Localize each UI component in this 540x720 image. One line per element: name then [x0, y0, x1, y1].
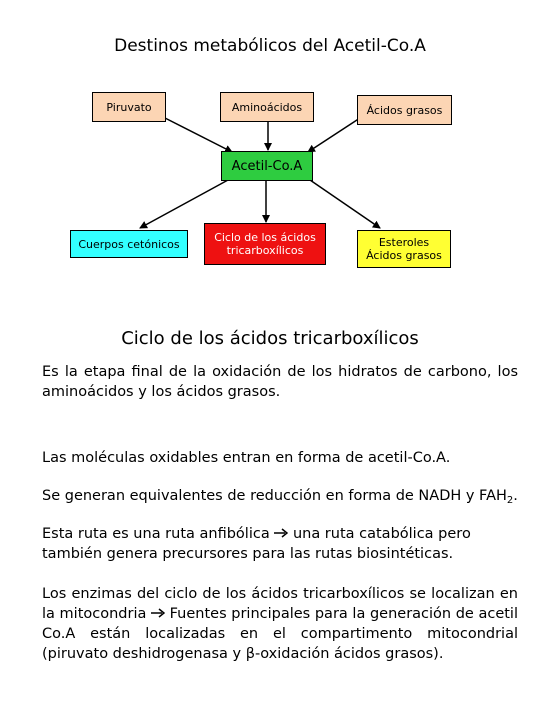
p5-text-a: Los enzimas del ciclo de los ácidos tric…	[42, 586, 518, 622]
box-cuerpos-cetonicos: Cuerpos cetónicos	[70, 230, 188, 258]
box-esteroles: Esteroles Ácidos grasos	[357, 230, 451, 268]
ciclo-line2: tricarboxílicos	[226, 244, 304, 257]
right-arrow-icon	[151, 606, 166, 622]
arrow-piruvato-to-acetil	[164, 117, 233, 153]
paragraph-4: Esta ruta es una ruta anfibólica una rut…	[42, 524, 518, 564]
esteroles-line2: Ácidos grasos	[366, 249, 442, 262]
arrow-acetil-to-cuerpos	[139, 179, 229, 229]
arrow-acetil-to-esteroles	[309, 179, 381, 229]
p4-text-b: una ruta catabólica pero también genera …	[42, 526, 471, 562]
section-heading: Ciclo de los ácidos tricarboxílicos	[121, 328, 419, 349]
box-acetil-coa: Acetil-Co.A	[221, 151, 313, 181]
right-arrow-icon	[274, 526, 289, 542]
arrow-acidos-to-acetil	[307, 117, 361, 153]
p3-end: .	[513, 488, 518, 504]
p5-text-b: Fuentes principales para la generación d…	[42, 606, 518, 662]
diagram-title: Destinos metabólicos del Acetil-Co.A	[114, 36, 426, 56]
box-aminoacidos: Aminoácidos	[220, 92, 314, 122]
p4-text-a: Esta ruta es una ruta anfibólica	[42, 526, 270, 542]
box-ciclo-tricarboxilicos: Ciclo de los ácidos tricarboxílicos	[204, 223, 326, 265]
paragraph-2: Las moléculas oxidables entran en forma …	[42, 450, 451, 466]
p5-text-c: -oxidación ácidos grasos).	[255, 646, 444, 662]
ciclo-line1: Ciclo de los ácidos	[214, 231, 316, 244]
paragraph-5: Los enzimas del ciclo de los ácidos tric…	[42, 584, 518, 664]
p3-subscript: 2	[506, 495, 514, 506]
beta-symbol: β	[245, 646, 255, 662]
p3-text: Se generan equivalentes de reducción en …	[42, 488, 507, 504]
diagram-arrows	[139, 117, 381, 229]
paragraph-1: Es la etapa final de la oxidación de los…	[42, 364, 518, 400]
box-piruvato: Piruvato	[92, 92, 166, 122]
esteroles-line1: Esteroles	[378, 236, 430, 249]
paragraph-3: Se generan equivalentes de reducción en …	[42, 486, 518, 511]
box-acidos-grasos: Ácidos grasos	[357, 95, 452, 125]
